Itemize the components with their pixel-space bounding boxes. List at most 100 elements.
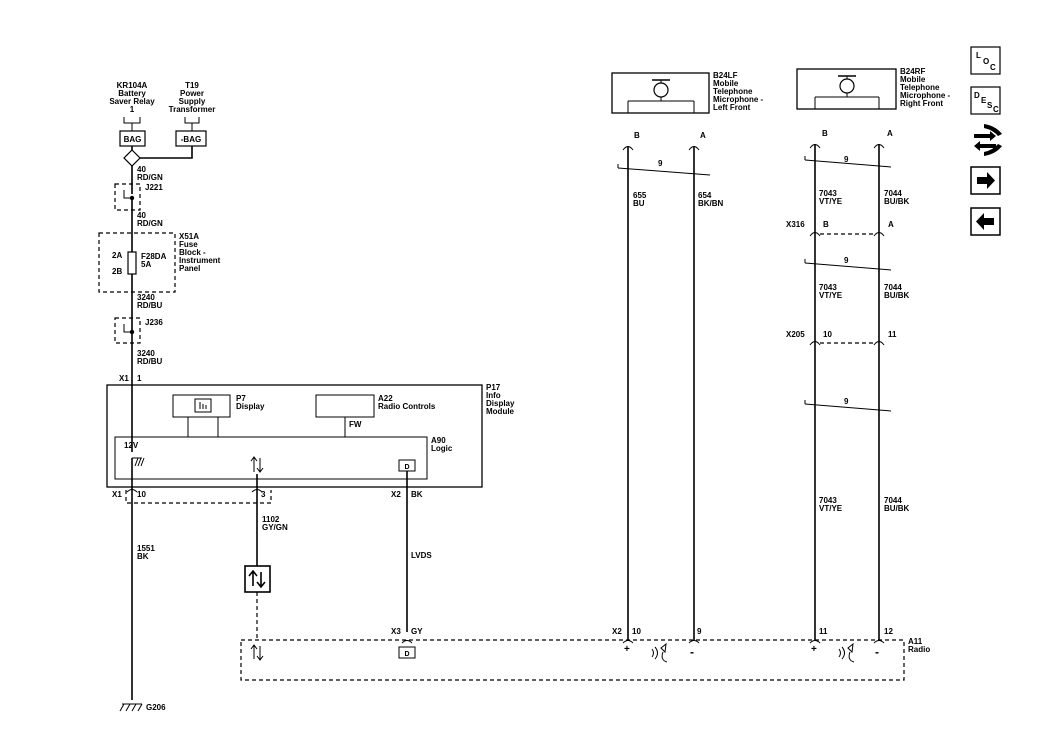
next-arrow-button[interactable]: [970, 166, 1001, 195]
w7043b-circuit: 7043: [819, 283, 837, 292]
a90-id: A90: [431, 436, 446, 445]
plus-r: +: [811, 644, 817, 655]
w3240b-circuit: 3240: [137, 349, 155, 358]
lvds-label: LVDS: [411, 551, 432, 560]
p17-name1: Info: [486, 391, 501, 400]
p7-display-box: [172, 394, 231, 418]
b24lf-name4: Left Front: [713, 103, 751, 112]
j221-box: [114, 183, 141, 211]
w40a-color: RD/GN: [137, 173, 163, 182]
g206-ground-icon: [119, 703, 143, 712]
w7043b-color: VT/YE: [819, 291, 843, 300]
p17-name3: Module: [486, 407, 515, 416]
desc-button[interactable]: D E S C: [970, 86, 1001, 115]
t19-terminal: -BAG: [181, 135, 201, 144]
w7044a-color: BU/BK: [884, 197, 910, 206]
x205-pin11: 11: [888, 330, 897, 339]
b24rf-microphone: [796, 68, 897, 110]
x51a-rating: 5A: [141, 260, 151, 269]
twist1-label: 9: [658, 159, 663, 168]
x1-bot-label: X1: [112, 490, 122, 499]
x2-p17-pin: BK: [411, 490, 423, 499]
w40b-circuit: 40: [137, 211, 146, 220]
x316-pin-a: A: [888, 220, 894, 229]
twist4-label: 9: [844, 397, 849, 406]
f28da-fuse: [127, 251, 137, 275]
x51a-name1: Fuse: [179, 240, 198, 249]
b24rf-name1: Mobile: [900, 75, 926, 84]
w7043a-color: VT/YE: [819, 197, 843, 206]
a22-fw: FW: [349, 420, 362, 429]
w7044b-color: BU/BK: [884, 291, 910, 300]
x316-pin-b: B: [823, 220, 829, 229]
b24lf-name1: Mobile: [713, 79, 739, 88]
b24lf-name2: Telephone: [713, 87, 753, 96]
t19-name1: Power: [180, 89, 204, 98]
a90-name: Logic: [431, 444, 453, 453]
a22-radio-controls-box: [315, 394, 375, 418]
kr104a-battery-saver-relay: KR104A Battery Saver Relay 1 BAG: [109, 81, 155, 147]
connector-swap-icon[interactable]: [974, 124, 1002, 156]
loc-o: O: [983, 57, 989, 66]
x2-p17-label: X2: [391, 490, 401, 499]
j221-label: J221: [145, 183, 163, 192]
w654-color: BK/BN: [698, 199, 724, 208]
x51a-name3: Instrument: [179, 256, 221, 265]
b24lf-pin-a: A: [700, 131, 706, 140]
t19-name3: Transformer: [169, 105, 216, 114]
a22-id: A22: [378, 394, 393, 403]
w655-circuit: 655: [633, 191, 647, 200]
kr104a-terminal: BAG: [124, 135, 142, 144]
a11-pin12: 12: [884, 627, 893, 636]
svg-text:D: D: [404, 464, 409, 471]
j236-box: [114, 317, 141, 344]
bidirectional-arrows-icon: [250, 456, 264, 473]
b24lf-pin-b: B: [634, 131, 640, 140]
w1102-color: GY/GN: [262, 523, 288, 532]
kr104a-id: KR104A: [117, 81, 148, 90]
x3-label: X3: [391, 627, 401, 636]
a11-right-microphone-icon: [838, 642, 855, 663]
x51a-id: X51A: [179, 232, 199, 241]
x51a-name4: Panel: [179, 264, 200, 273]
w7043c-circuit: 7043: [819, 496, 837, 505]
b24rf-pin-b: B: [822, 129, 828, 138]
t19-power-supply-transformer: T19 Power Supply Transformer -BAG: [169, 81, 216, 147]
a11-video-icon: [398, 646, 416, 659]
b24lf-microphone: [611, 72, 710, 114]
p7-name: Display: [236, 402, 265, 411]
t19-name2: Supply: [179, 97, 206, 106]
w655-color: BU: [633, 199, 645, 208]
x51a-name2: Block -: [179, 248, 206, 257]
a11-id: A11: [908, 637, 923, 646]
ground-icon: [132, 457, 145, 467]
x51a-fuse: F28DA: [141, 252, 167, 261]
previous-arrow-button[interactable]: [970, 207, 1001, 236]
p7-id: P7: [236, 394, 246, 403]
a11-bidirectional-arrows-icon: [250, 644, 264, 661]
w7043a-circuit: 7043: [819, 189, 837, 198]
splice-diamond: [123, 149, 141, 167]
desc-s: S: [987, 101, 993, 110]
a22-name: Radio Controls: [378, 402, 436, 411]
p17-name2: Display: [486, 399, 515, 408]
arrow-left-icon: [976, 213, 994, 230]
g206-label: G206: [146, 703, 166, 712]
b24rf-id: B24RF: [900, 67, 925, 76]
kr104a-name1: Battery: [118, 89, 146, 98]
loc-button[interactable]: L O C: [970, 46, 1001, 75]
minus-r: -: [875, 645, 879, 659]
x1-top-label: X1: [119, 374, 129, 383]
w7044c-color: BU/BK: [884, 504, 910, 513]
w7044c-circuit: 7044: [884, 496, 902, 505]
arrow-right-icon: [977, 172, 995, 189]
serial-data-icon: [244, 565, 271, 593]
b24lf-name3: Microphone -: [713, 95, 764, 104]
w7044a-circuit: 7044: [884, 189, 902, 198]
w1102-circuit: 1102: [262, 515, 280, 524]
x316-label: X316: [786, 220, 805, 229]
w1551-circuit: 1551: [137, 544, 155, 553]
x1-pin3: 3: [261, 490, 266, 499]
x2-a11-pin10: 10: [632, 627, 641, 636]
